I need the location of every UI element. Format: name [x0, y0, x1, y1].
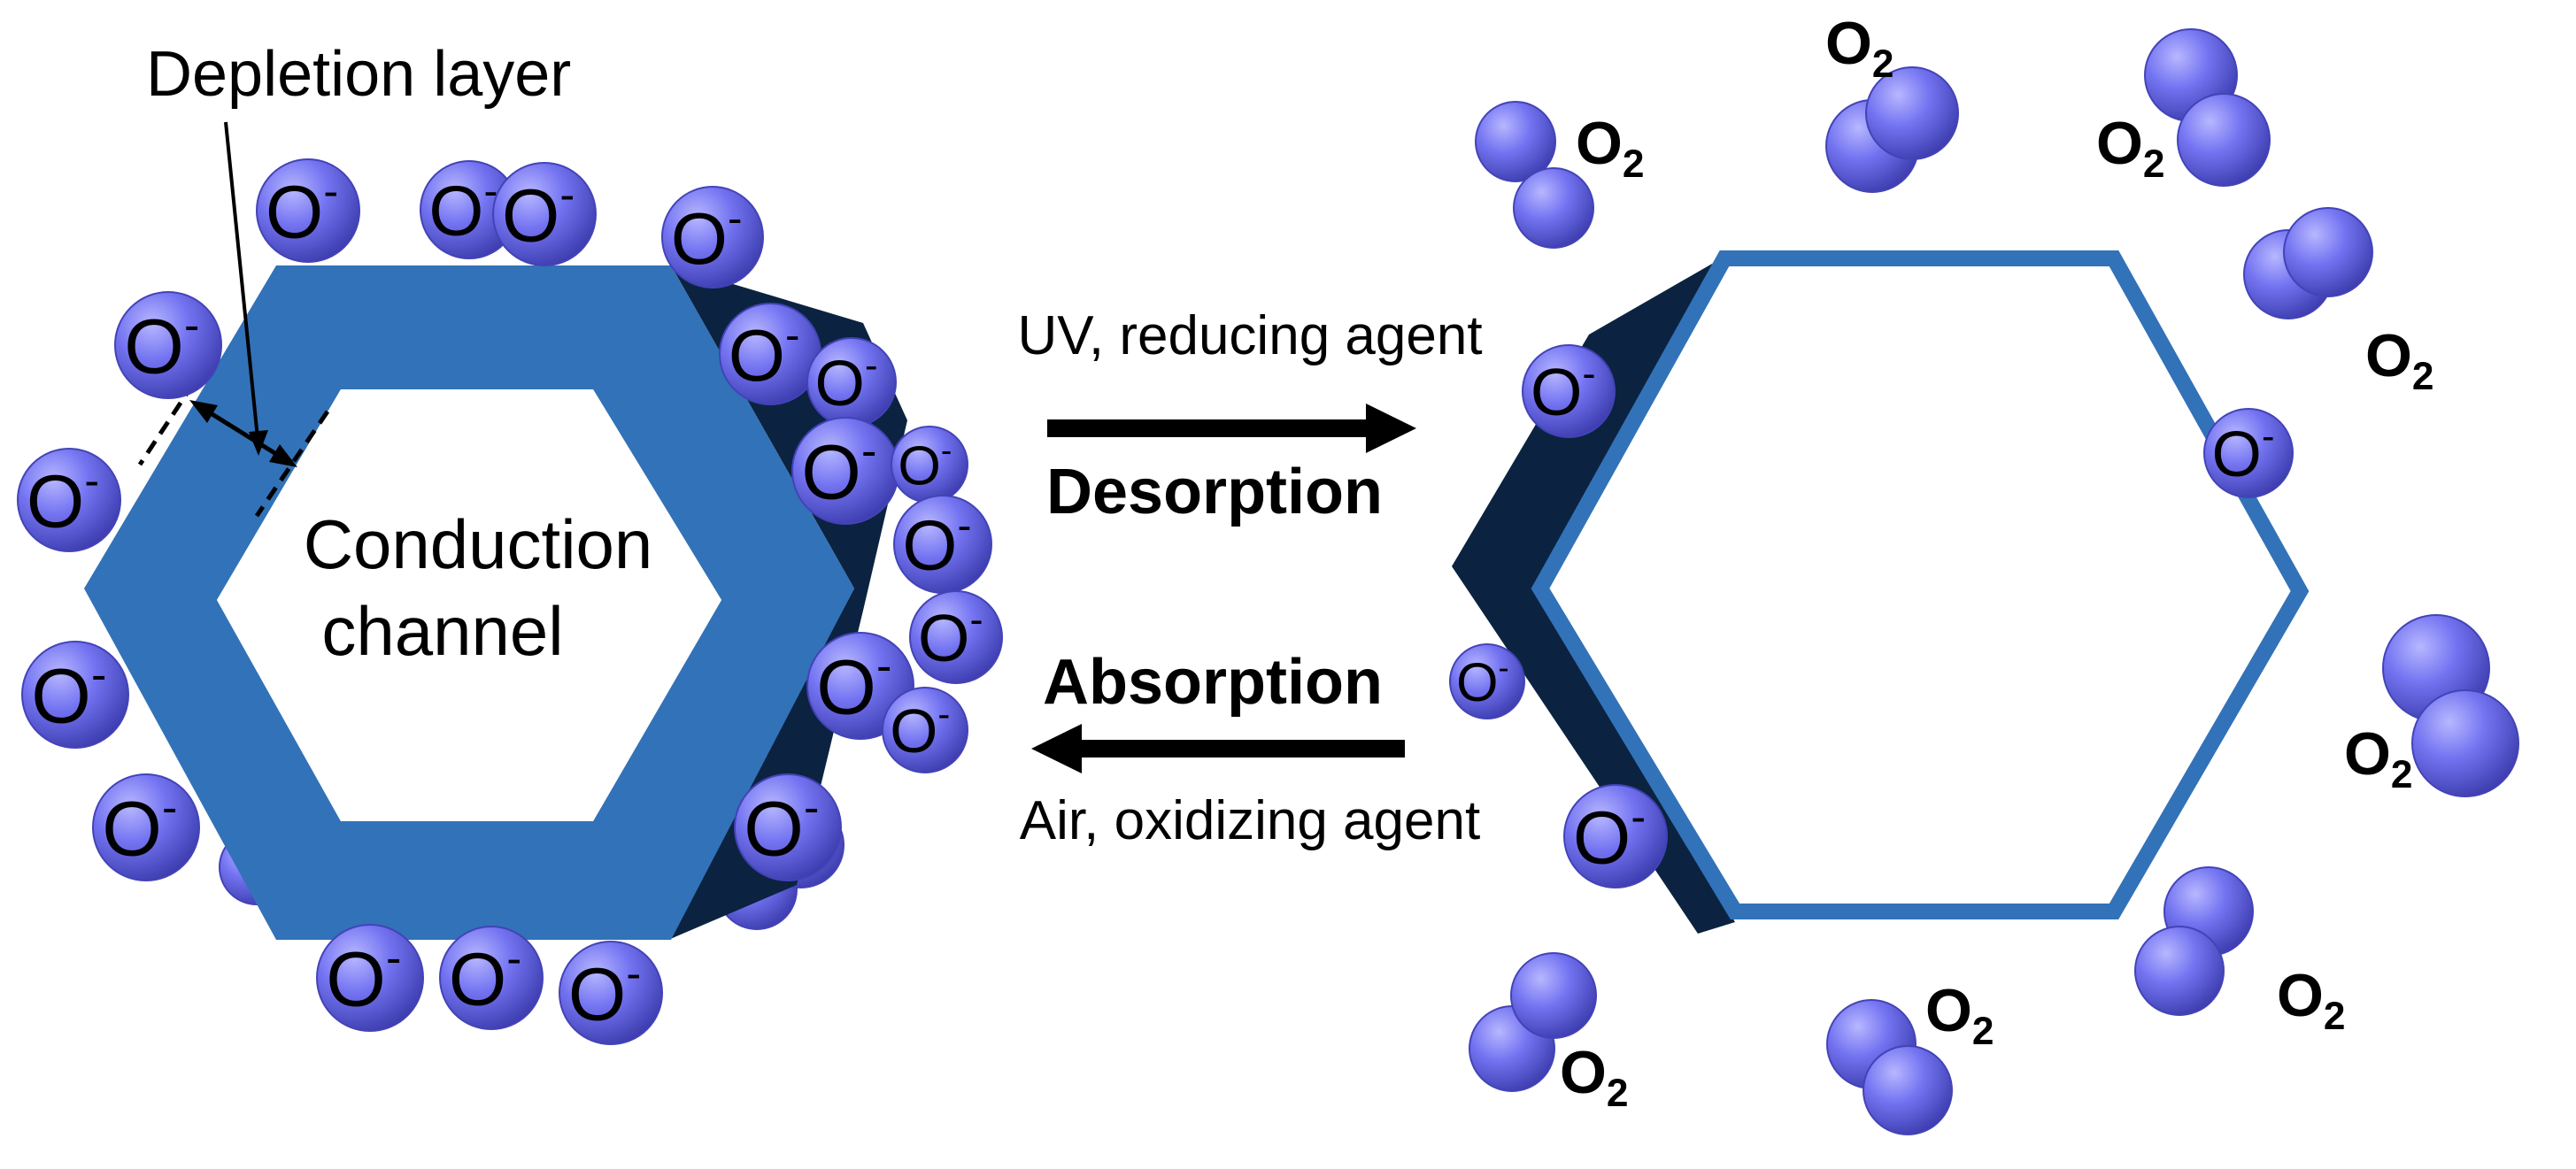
- o-minus-ion: [492, 162, 597, 266]
- depletion-arrowhead-a: [189, 400, 218, 423]
- o2-molecule: O2: [2243, 207, 2433, 398]
- depletion-arrowhead-b: [269, 444, 297, 467]
- o2-molecule: O2: [1469, 952, 1628, 1115]
- conduction-label-line2: channel: [321, 592, 563, 670]
- o2-molecule: O2: [2096, 28, 2271, 187]
- depletion-width-arrow: [202, 406, 285, 461]
- absorption-arrow-head: [1031, 724, 1082, 773]
- o-minus-label: O-: [326, 933, 401, 1023]
- o2-label: O2: [2365, 322, 2433, 398]
- depletion-leader-line: [224, 121, 260, 448]
- absorption-label: Absorption: [1043, 647, 1383, 718]
- o-minus-ion: [882, 687, 968, 773]
- o2-label: O2: [1560, 1039, 1628, 1115]
- desorption-label: Desorption: [1046, 457, 1383, 527]
- left-nanowire-face: [84, 265, 854, 940]
- o2-molecule: O2: [1825, 10, 1959, 193]
- o-minus-label: O-: [1531, 350, 1596, 429]
- o2-molecule: O2: [1826, 977, 1994, 1135]
- o-minus-ion: [114, 291, 222, 399]
- conduction-label-line1: Conduction: [304, 505, 653, 583]
- desorption-arrow-head: [1366, 404, 1416, 453]
- forward-condition-label: UV, reducing agent: [1017, 305, 1482, 366]
- oxygen-atom: [2411, 689, 2519, 797]
- oxygen-atom: [1513, 167, 1594, 249]
- o-minus-ion: [1449, 643, 1525, 719]
- o2-molecule: O2: [1475, 101, 1644, 249]
- depletion-leader-arrowhead: [249, 430, 268, 456]
- o-minus-ion: [1563, 784, 1668, 888]
- o-minus-label: O-: [1573, 791, 1646, 879]
- o-minus-ion: [439, 926, 544, 1030]
- conduction-channel-region: [217, 389, 721, 821]
- o2-label: O2: [1576, 110, 1644, 186]
- desorption-arrow-shaft: [1047, 419, 1366, 437]
- o-minus-ion: [17, 448, 121, 552]
- o-minus-ion: [661, 186, 764, 288]
- o2-label: O2: [2277, 962, 2345, 1038]
- o-minus-label: O-: [815, 345, 878, 419]
- o2-molecule: O2: [2344, 614, 2519, 797]
- o-minus-ion: [909, 590, 1003, 684]
- depletion-layer-label: Depletion layer: [146, 39, 571, 110]
- absorption-arrow-shaft: [1082, 740, 1405, 758]
- o-minus-ion: [92, 773, 200, 881]
- o-minus-label: O-: [31, 650, 106, 740]
- oxygen-atom: [1475, 101, 1556, 182]
- left-front-ions: O-O-O-O-O-O-O-O-O-O-O-O-O-O-O-O-O-O-O-O-: [17, 158, 1003, 1045]
- o-minus-label: O-: [2212, 416, 2275, 490]
- left-nanowire-group: O-O-O-O-O-O-O-O-O-O-O-O-O-O-O-O-O-O-O-O-…: [17, 39, 1003, 1045]
- o-minus-ion: [1522, 344, 1616, 438]
- oxygen-atom: [1865, 66, 1959, 160]
- reverse-condition-label: Air, oxidizing agent: [1020, 790, 1480, 851]
- right-nanowire-outline: [1531, 250, 2310, 919]
- o-minus-ion: [256, 158, 360, 263]
- o2-label: O2: [1925, 977, 1994, 1053]
- o2-label: O2: [2096, 110, 2164, 186]
- process-arrows: UV, reducing agent Desorption Absorption…: [1017, 305, 1482, 851]
- oxygen-atom: [2283, 207, 2373, 297]
- o2-label: O2: [2344, 720, 2412, 796]
- o-minus-ion: [316, 924, 424, 1032]
- oxygen-atom: [2134, 926, 2225, 1016]
- oxygen-atom: [1863, 1045, 1953, 1135]
- right-adsorbed-ions: O-O-O-O-: [1449, 344, 2294, 888]
- oxygen-atom: [1510, 952, 1597, 1039]
- o-minus-ion: [559, 941, 663, 1045]
- o-minus-ion: [734, 773, 842, 881]
- o2-label: O2: [1825, 10, 1893, 86]
- depletion-inner-dash: [254, 410, 330, 518]
- o-minus-ion: [21, 641, 129, 749]
- o2-molecule: O2: [2134, 866, 2345, 1038]
- o-minus-label: O-: [124, 300, 199, 390]
- o-minus-ion: [2203, 408, 2294, 498]
- oxygen-atom: [2177, 93, 2271, 187]
